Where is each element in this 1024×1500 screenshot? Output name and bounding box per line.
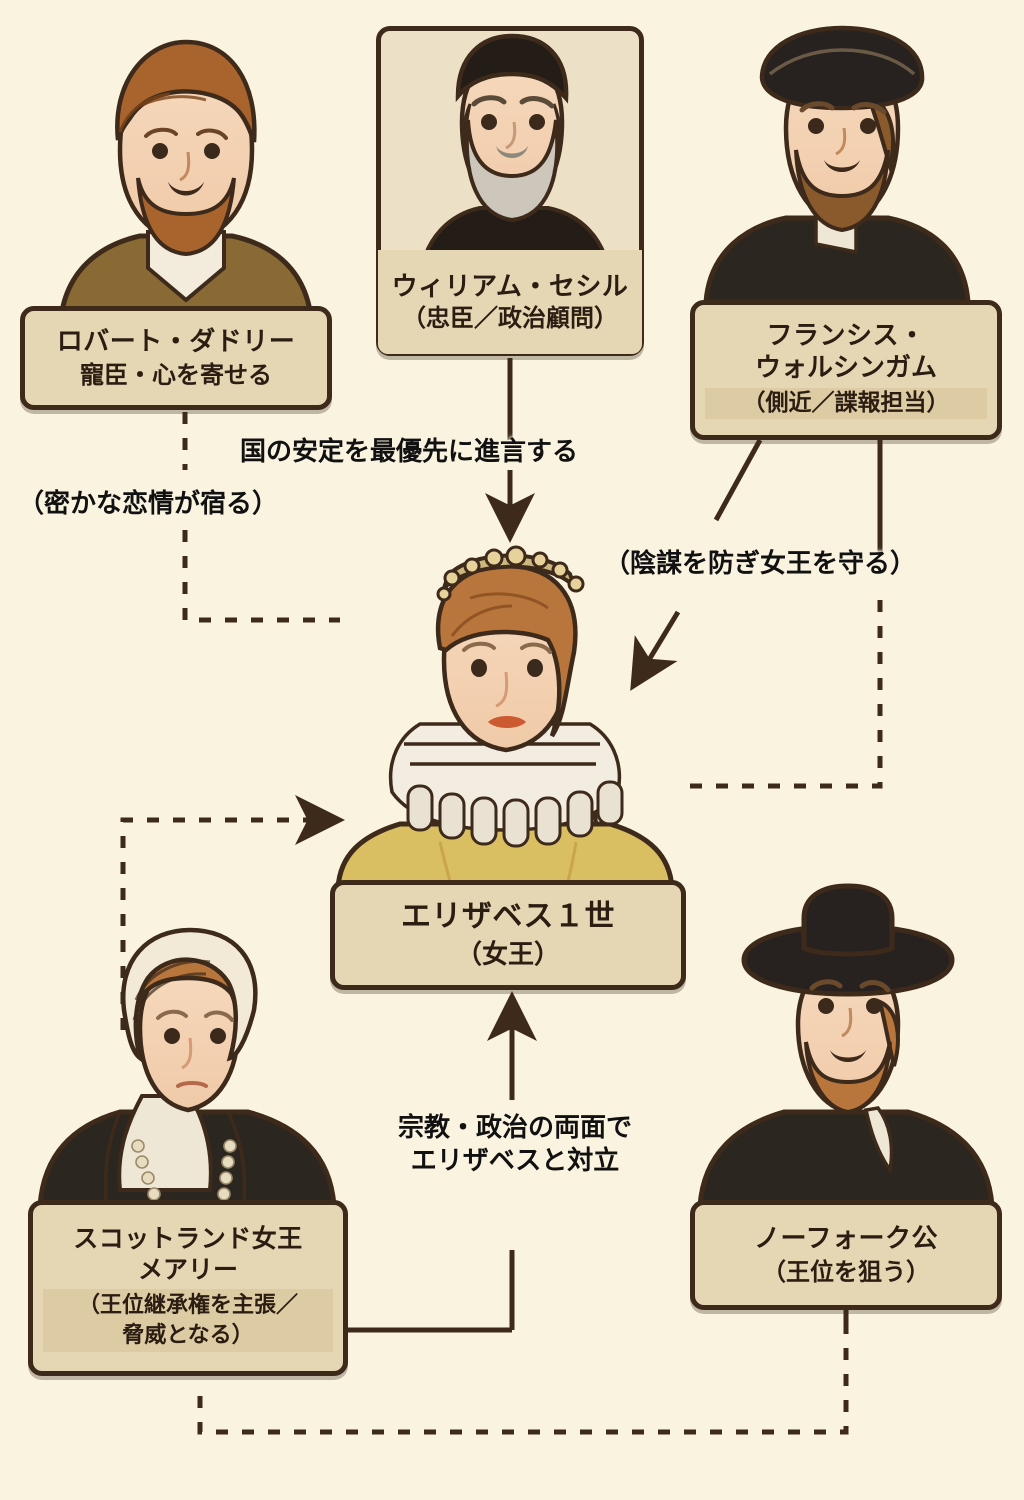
francis-walsingham-portrait <box>703 25 971 305</box>
dudley-role: 寵臣・心を寄せる <box>80 361 272 390</box>
label-mary-to-elizabeth: 宗教・政治の両面で エリザベスと対立 <box>397 1113 632 1177</box>
norfolk-role: （王位を狙う） <box>762 1258 930 1287</box>
duke-of-norfolk-portrait <box>697 883 995 1209</box>
robert-dudley-portrait <box>57 39 315 333</box>
node-card-francis-walsingham[interactable]: フランシス・ ウォルシンガム （側近／諜報担当） <box>690 300 1002 440</box>
node-card-william-cecil[interactable]: ウィリアム・セシル （忠臣／政治顧問） <box>378 250 642 354</box>
node-card-robert-dudley[interactable]: ロバート・ダドリー 寵臣・心を寄せる <box>20 306 332 410</box>
node-card-duke-of-norfolk[interactable]: ノーフォーク公 （王位を狙う） <box>690 1200 1002 1310</box>
cecil-name: ウィリアム・セシル <box>391 271 629 302</box>
label-walsingham-to-elizabeth: （陰謀を防ぎ女王を守る） <box>604 549 917 579</box>
cecil-role: （忠臣／政治顧問） <box>402 304 618 333</box>
node-card-mary-queen-of-scots[interactable]: スコットランド女王 メアリー （王位継承権を主張／ 脅威となる） <box>28 1200 348 1376</box>
mary-name-2: メアリー <box>137 1255 238 1285</box>
walsingham-name-2: ウォルシンガム <box>754 353 937 384</box>
norfolk-name: ノーフォーク公 <box>754 1223 938 1254</box>
node-card-elizabeth-i[interactable]: エリザベス１世 （女王） <box>330 880 686 990</box>
elizabeth-role: （女王） <box>455 940 560 971</box>
mary-name-1: スコットランド女王 <box>73 1223 303 1253</box>
mary-role: （王位継承権を主張／ 脅威となる） <box>43 1288 333 1353</box>
elizabeth-name: エリザベス１世 <box>400 898 616 934</box>
elizabeth-i-portrait <box>335 545 675 891</box>
walsingham-name-1: フランシス・ <box>766 320 926 351</box>
label-dudley-to-elizabeth: （密かな恋情が宿る） <box>18 489 279 519</box>
dudley-name: ロバート・ダドリー <box>56 326 296 357</box>
mary-queen-of-scots-portrait <box>37 927 337 1209</box>
label-cecil-to-elizabeth: 国の安定を最優先に進言する <box>240 437 579 467</box>
walsingham-role: （側近／諜報担当） <box>705 388 987 420</box>
